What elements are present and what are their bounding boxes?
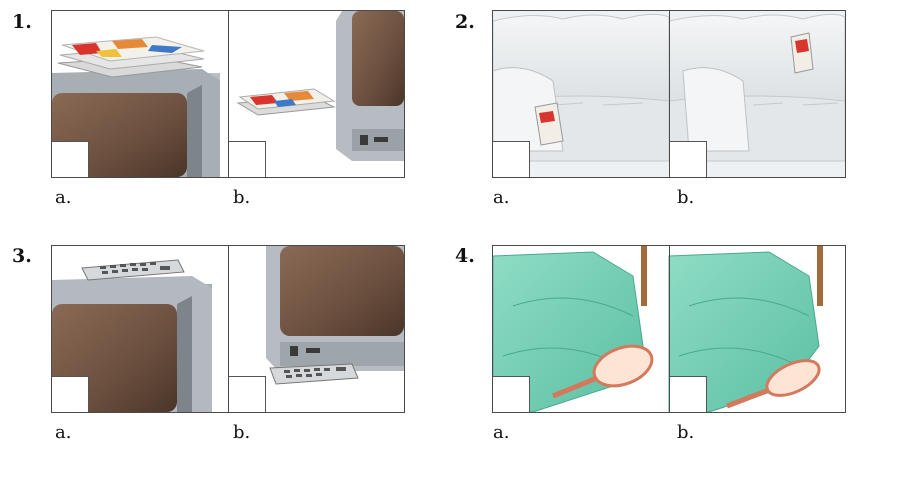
tv-icon	[52, 69, 220, 177]
answer-box-4b[interactable]	[670, 376, 707, 412]
panel-divider	[669, 246, 670, 412]
magazine-stack-icon	[236, 88, 336, 116]
remote-control-icon	[81, 259, 185, 281]
picture-frame-4	[492, 245, 846, 413]
item-number-2: 2.	[455, 11, 475, 33]
tennis-racket-icon	[726, 359, 821, 409]
option-label-3a: a.	[55, 422, 72, 443]
answer-box-1a[interactable]	[52, 141, 89, 177]
option-label-4a: a.	[493, 422, 510, 443]
answer-box-1b[interactable]	[229, 141, 266, 177]
option-label-1a: a.	[55, 187, 72, 208]
tv-icon	[336, 11, 404, 161]
answer-box-2b[interactable]	[670, 141, 707, 177]
panel-divider	[228, 246, 229, 412]
picture-frame-1	[51, 10, 405, 178]
picture-1-illustration	[52, 11, 404, 177]
option-label-3b: b.	[233, 422, 251, 443]
answer-box-2a[interactable]	[493, 141, 530, 177]
magazine-icon	[534, 102, 564, 146]
item-number-4: 4.	[455, 245, 475, 267]
tennis-racket-icon	[552, 344, 654, 399]
option-label-2a: a.	[493, 187, 510, 208]
magazine-stack-icon	[57, 36, 205, 78]
remote-control-icon	[269, 363, 359, 385]
option-label-1b: b.	[233, 187, 251, 208]
answer-box-4a[interactable]	[493, 376, 530, 412]
tv-icon	[266, 246, 404, 371]
picture-frame-3	[51, 245, 405, 413]
answer-box-3a[interactable]	[52, 376, 89, 412]
item-number-3: 3.	[12, 245, 32, 267]
option-label-2b: b.	[677, 187, 695, 208]
panel-divider	[669, 11, 670, 177]
picture-frame-2	[492, 10, 846, 178]
magazine-icon	[790, 32, 814, 74]
option-label-4b: b.	[677, 422, 695, 443]
answer-box-3b[interactable]	[229, 376, 266, 412]
item-number-1: 1.	[12, 11, 32, 33]
picture-4-illustration	[493, 246, 823, 412]
panel-divider	[228, 11, 229, 177]
